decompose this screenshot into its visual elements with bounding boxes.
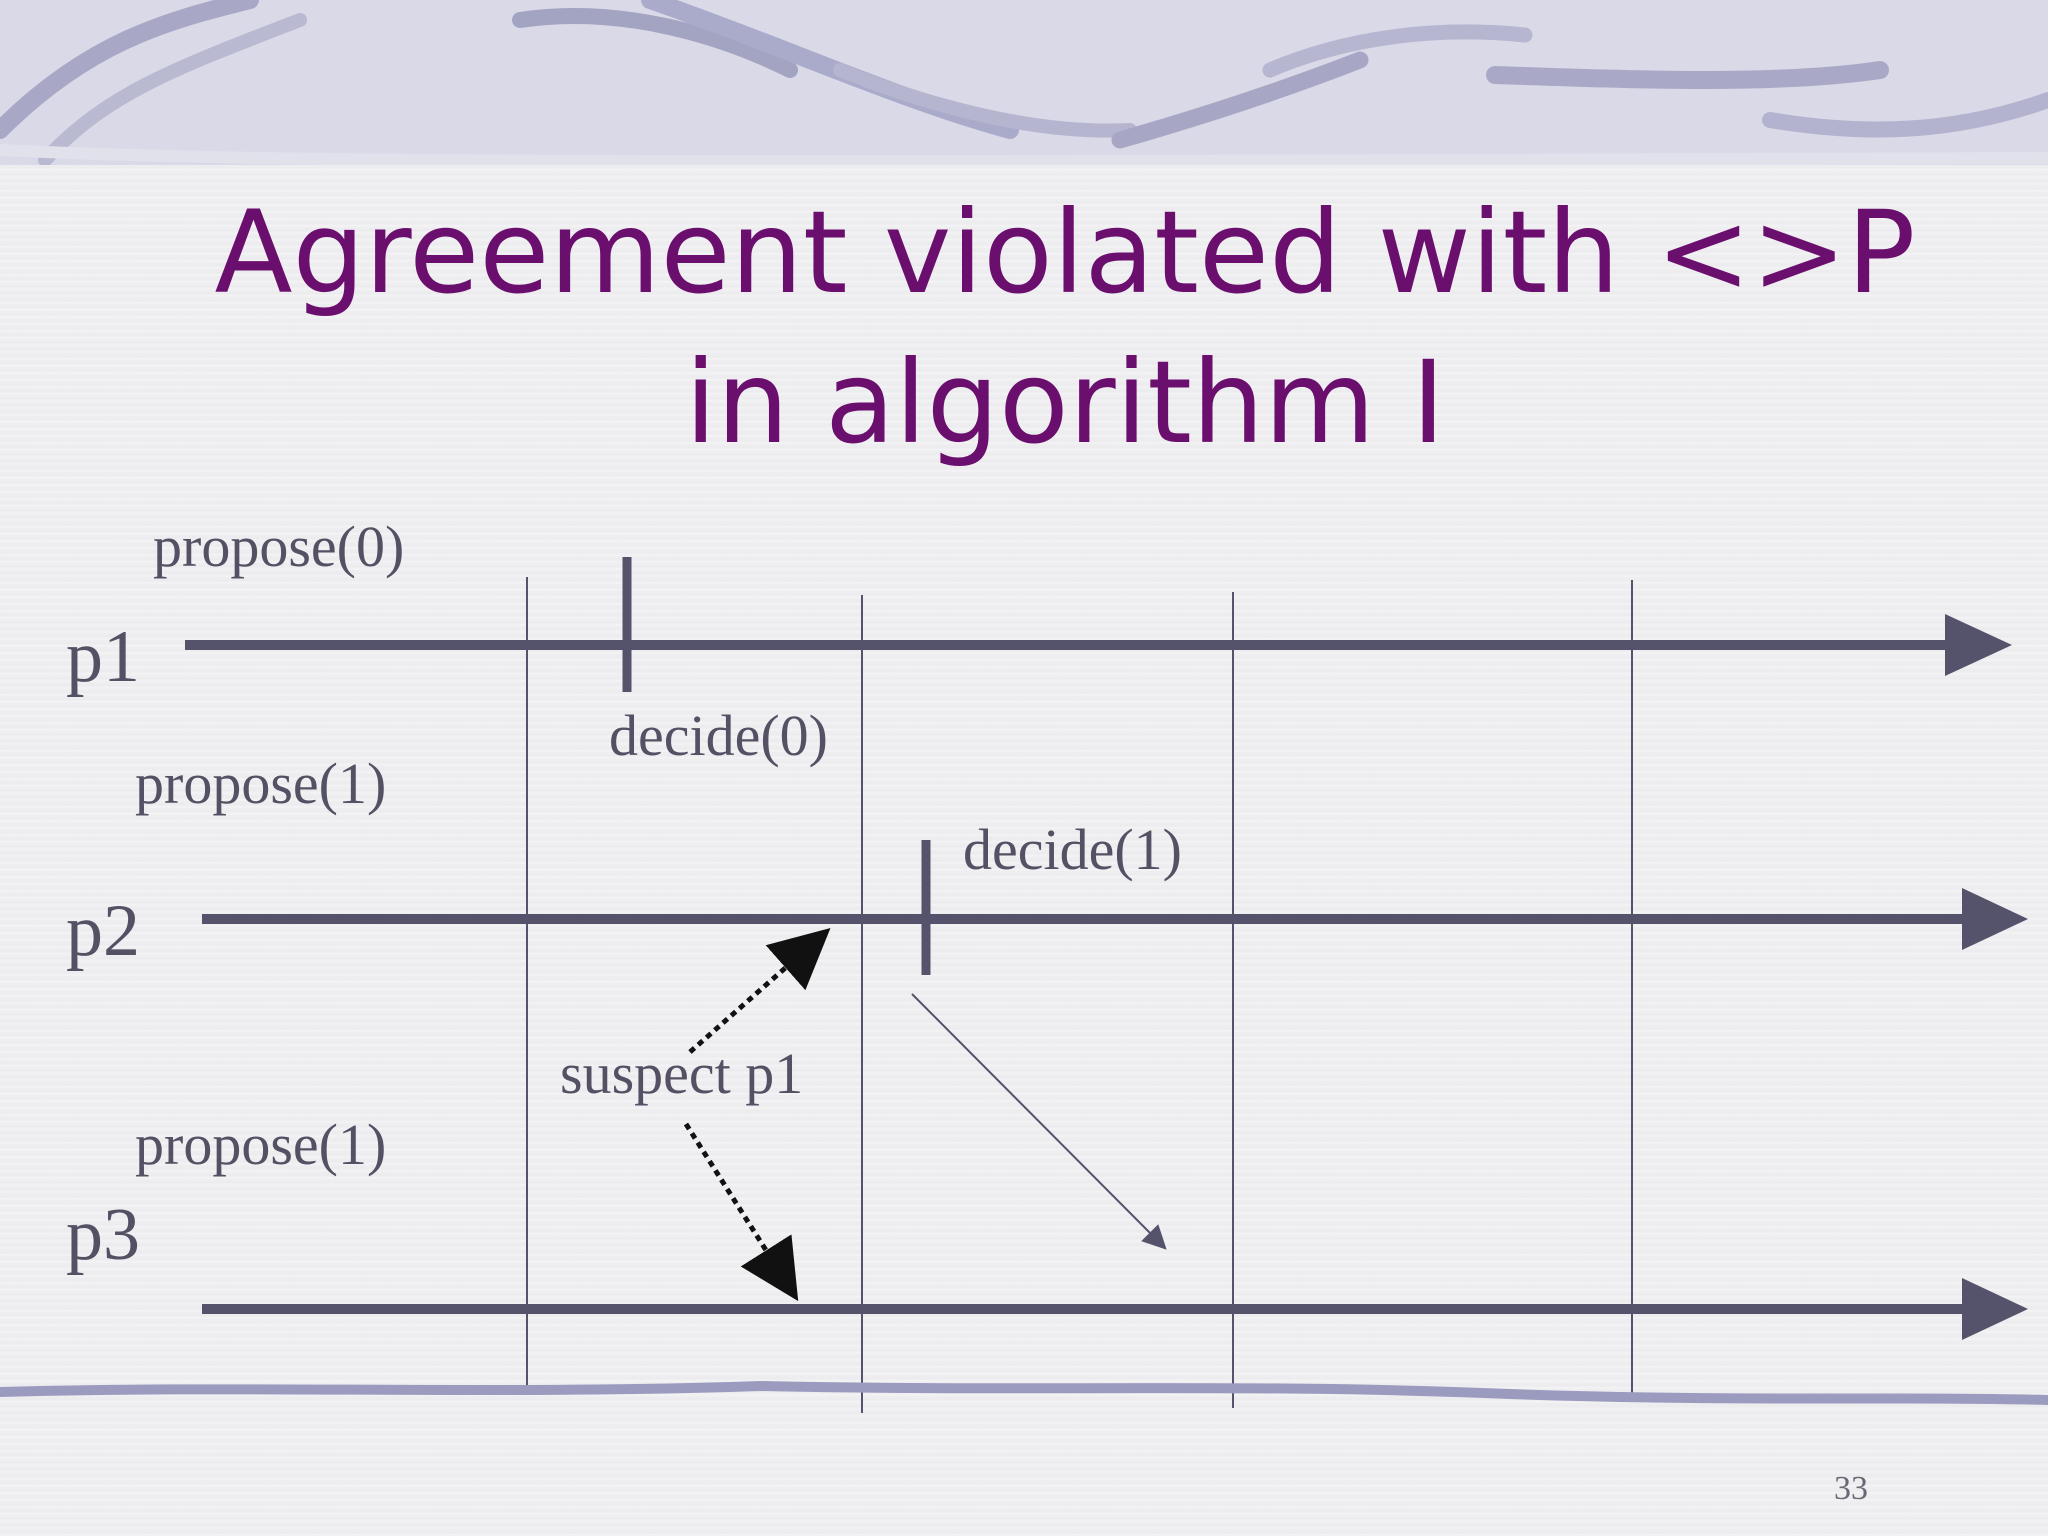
p2-propose-label: propose(1) [135, 751, 387, 816]
decorative-banner [0, 0, 2048, 165]
suspicion-label: suspect p1 [560, 1041, 804, 1106]
message-arrows [683, 928, 1167, 1302]
title-line-1: Agreement violated with <>P [214, 186, 1916, 319]
bottom-brush-line [0, 1380, 2048, 1405]
banner-lower-edge [0, 144, 2048, 165]
p1-propose-label: propose(0) [153, 514, 405, 579]
banner-brush-stroke [1762, 92, 2048, 138]
slide-title: Agreement violated with <>P in algorithm… [150, 178, 1980, 478]
p3-arrowhead [1962, 1278, 2028, 1340]
banner-brush-stroke [1111, 51, 1369, 149]
banner-brush-stroke [1262, 24, 1533, 78]
banner-brush-stroke [38, 13, 307, 165]
p2-arrowhead [1962, 888, 2028, 950]
suspicion-arrow-to-p2 [688, 928, 831, 1054]
p1-decision-label: decide(0) [609, 703, 828, 768]
p3-propose-label: propose(1) [135, 1112, 387, 1177]
suspicion-arrow-to-p3 [683, 1122, 799, 1302]
banner-brush-stroke [0, 0, 259, 139]
round-boundaries [526, 577, 1633, 1413]
p1-process-label: p1 [66, 616, 140, 698]
p3-process-label: p3 [66, 1194, 140, 1276]
p2-decision-label: decide(1) [963, 817, 1182, 882]
p2-process-label: p2 [66, 890, 140, 972]
process-lines [185, 614, 2028, 1340]
banner-brush-stroke [512, 8, 798, 78]
decision-markers [622, 557, 931, 975]
p2-message-to-p3-arrow [911, 993, 1167, 1250]
title-line-2: in algorithm I [684, 336, 1446, 469]
banner-brush-stroke [833, 63, 1137, 138]
banner-brush-stroke [1486, 61, 1889, 89]
page-number: 33 [1834, 1470, 1868, 1507]
p1-arrowhead [1945, 614, 2012, 676]
